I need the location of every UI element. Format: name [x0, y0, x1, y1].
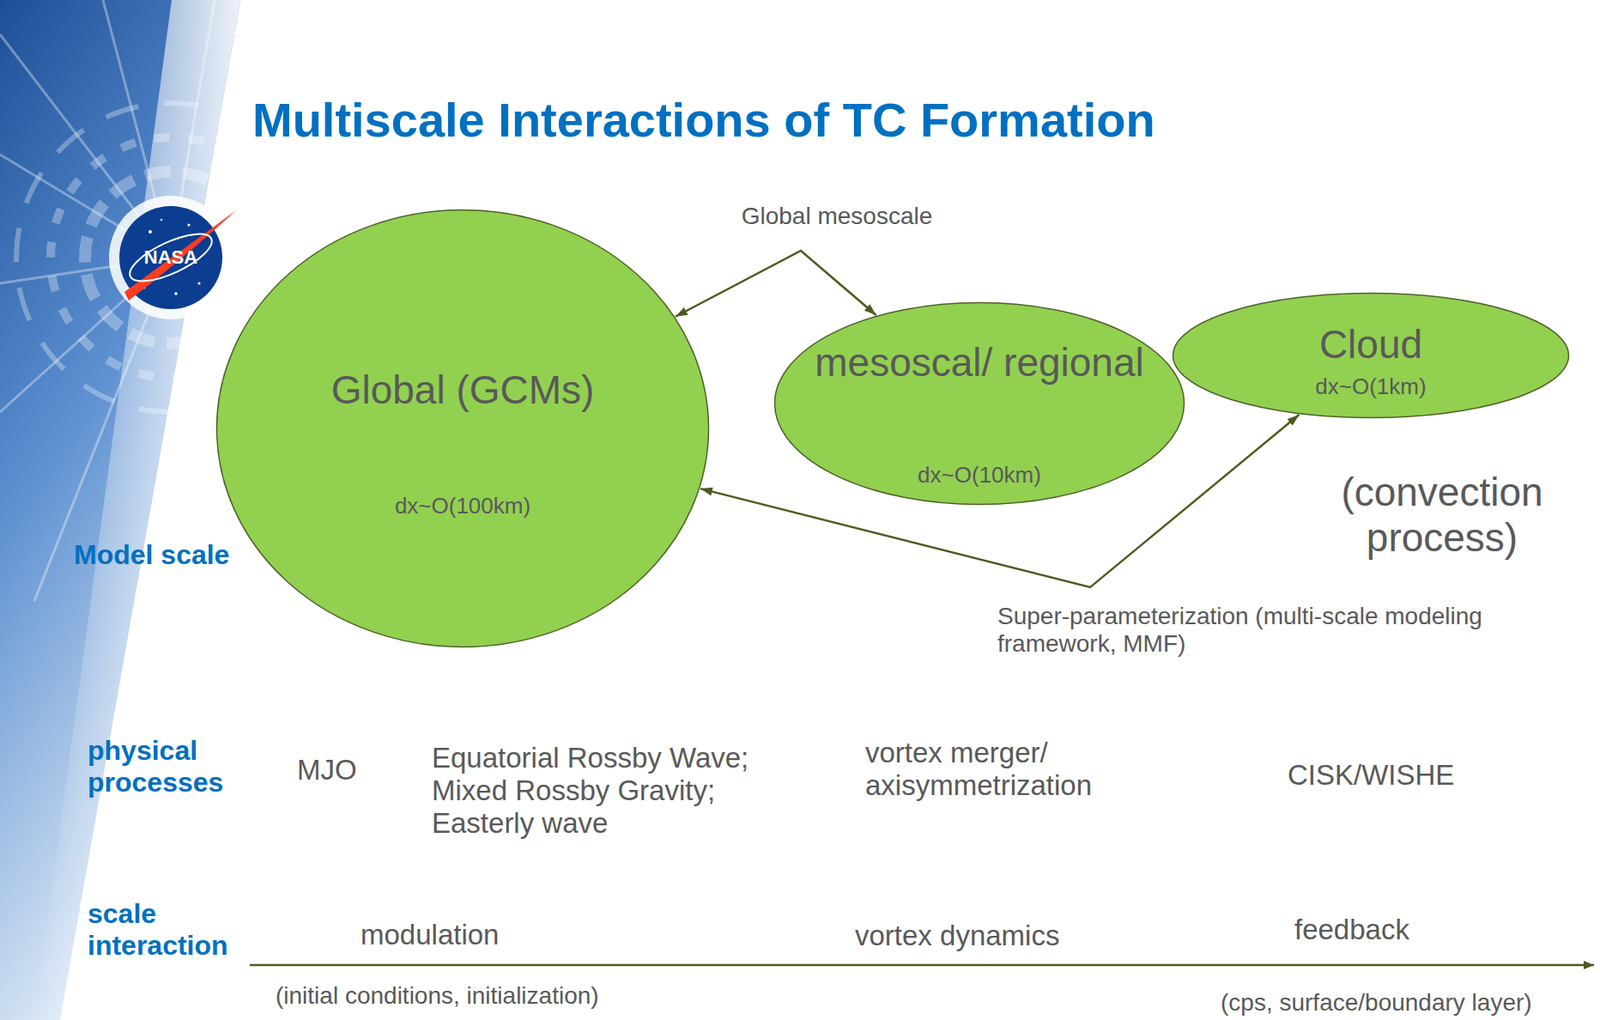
scale-name: mesoscal/ regional [773, 341, 1186, 385]
interaction-type: vortex dynamics [854, 919, 1060, 952]
logo-ring [109, 195, 233, 320]
banner-fade [34, 0, 241, 1020]
process-name: CISK/WISHE [1287, 758, 1455, 792]
interaction-type: feedback [1294, 913, 1410, 946]
ellipse-outline [215, 208, 710, 649]
grid-spacing: dx~O(10km) [773, 462, 1186, 487]
scale-ellipse: mesoscal/ regional dx~O(10km) [773, 301, 1186, 506]
scale-name: Global (GCMs) [215, 369, 710, 413]
scale-ellipse: Cloud dx~O(1km) [1171, 291, 1570, 419]
interaction-type: modulation [360, 918, 499, 952]
note: (convection process) [1304, 469, 1580, 561]
slide-title: Multiscale Interactions of TC Formation [252, 92, 1156, 148]
note: (initial conditions, initialization) [275, 981, 600, 1010]
note: (cps, surface/boundary layer) [1220, 988, 1533, 1017]
connector-label: Global mesoscale [739, 202, 936, 231]
scale-ellipse: Global (GCMs) dx~O(100km) [215, 208, 710, 649]
logo-orbit [123, 224, 218, 291]
side-banner [0, 0, 241, 1020]
ellipse-shape [217, 210, 710, 648]
process-name: vortex merger/ axisymmetrization [865, 736, 1149, 802]
scale-axis [249, 963, 1594, 967]
logo-text: NASA [144, 246, 198, 268]
grid-spacing: dx~O(1km) [1171, 374, 1570, 399]
row-heading: physical processes [87, 734, 251, 799]
process-name: Equatorial Rossby Wave; Mixed Rossby Gra… [431, 741, 763, 840]
logo-stars [143, 218, 201, 296]
connector-label: Super-parameterization (multi-scale mode… [994, 602, 1516, 658]
connector-arrow [675, 250, 877, 317]
logo-swoosh [124, 210, 237, 301]
process-name: MJO [296, 753, 358, 787]
row-heading: scale interaction [87, 897, 268, 962]
scale-name: Cloud [1171, 323, 1570, 367]
grid-spacing: dx~O(100km) [215, 493, 710, 518]
row-heading: Model scale [73, 539, 230, 571]
